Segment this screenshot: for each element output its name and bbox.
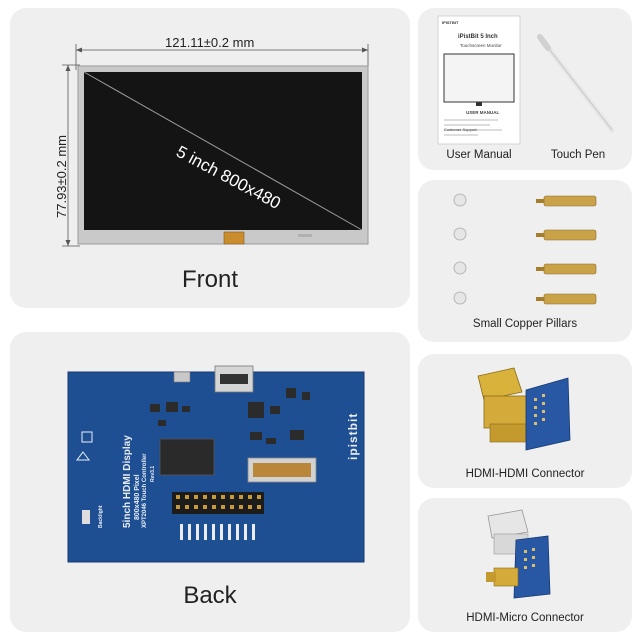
hdmi-connector-illustration bbox=[477, 367, 571, 451]
manual-doc-label: USER MANUAL bbox=[466, 110, 500, 115]
back-panel: 5inch HDMI Display 800x480 Pixel XPT2046… bbox=[10, 332, 410, 632]
manual-panel: IPISTBIT iPistBit 5 Inch Touchscreen Mon… bbox=[418, 8, 632, 170]
user-manual-caption: User Manual bbox=[446, 149, 512, 161]
front-diagram bbox=[62, 44, 369, 247]
height-dimension: 77.93±0.2 mm bbox=[54, 134, 69, 218]
manual-brand: IPISTBIT bbox=[442, 20, 459, 25]
pillars-illustration bbox=[453, 193, 597, 305]
pcb-board bbox=[67, 365, 365, 563]
front-panel: 121.11±0.2 mm 77.93±0.2 mm 5 inch 800x48… bbox=[10, 8, 410, 308]
front-caption: Front bbox=[181, 266, 238, 293]
manual-title: iPistBit 5 Inch bbox=[458, 34, 498, 40]
board-rev: Rev3.1 bbox=[150, 465, 156, 482]
manual-subtitle: Touchscreen Monitor bbox=[460, 43, 502, 48]
board-brand: ipistbit bbox=[346, 412, 360, 460]
micro-connector-illustration bbox=[486, 509, 551, 599]
back-caption: Back bbox=[183, 582, 237, 609]
manual-support: Customer Support: bbox=[444, 127, 478, 132]
manual-illustration bbox=[437, 15, 615, 145]
hdmi-caption: HDMI-HDMI Connector bbox=[465, 468, 585, 480]
board-backlight: Backlight bbox=[98, 505, 104, 528]
board-pixel: 800x480 Pixel bbox=[134, 474, 141, 520]
hdmi-panel: HDMI-HDMI Connector bbox=[418, 354, 632, 488]
board-title: 5inch HDMI Display bbox=[122, 435, 133, 528]
touch-pen-caption: Touch Pen bbox=[550, 149, 606, 161]
width-dimension: 121.11±0.2 mm bbox=[165, 35, 255, 50]
pillars-caption: Small Copper Pillars bbox=[472, 318, 578, 330]
micro-caption: HDMI-Micro Connector bbox=[466, 612, 584, 624]
board-controller: XPT2046 Touch Controller bbox=[142, 453, 148, 528]
micro-panel: HDMI-Micro Connector bbox=[418, 498, 632, 632]
pillars-panel: Small Copper Pillars bbox=[418, 180, 632, 342]
